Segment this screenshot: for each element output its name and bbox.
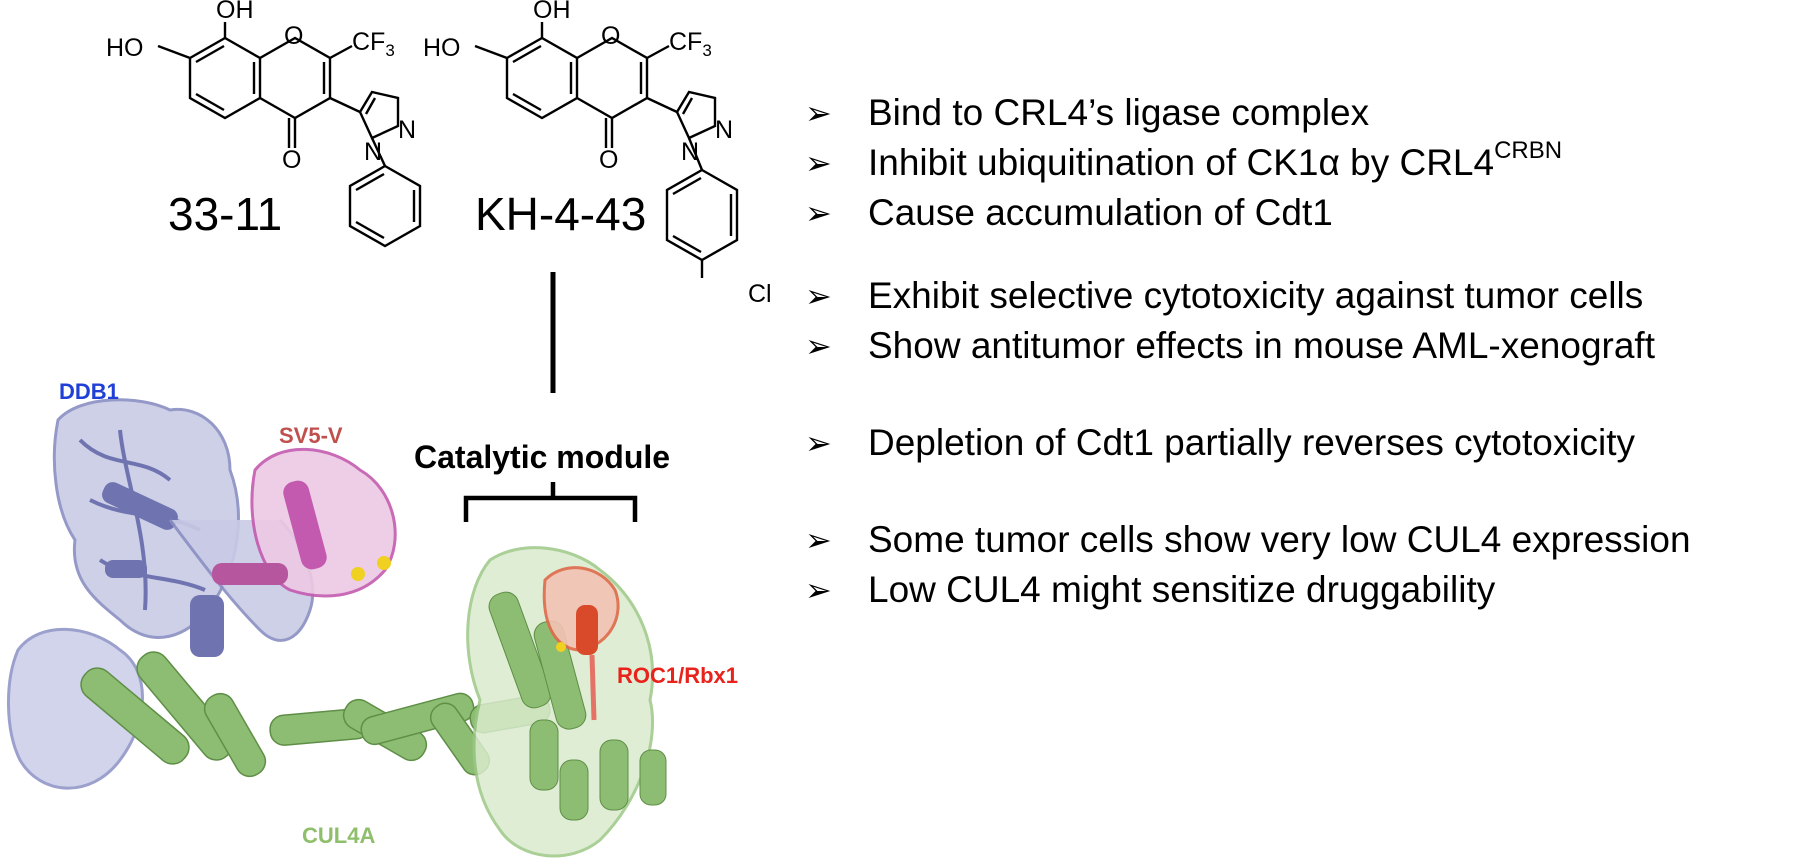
arrow-bullet-icon: ➢ bbox=[805, 145, 832, 181]
label-ddb1: DDB1 bbox=[59, 379, 119, 404]
label-roc1: ROC1/Rbx1 bbox=[617, 663, 738, 688]
atom-ring-o: O bbox=[601, 22, 620, 50]
bullet-item: ➢Bind to CRL4’s ligase complex bbox=[805, 88, 1795, 138]
atom-ho: HO bbox=[423, 34, 461, 62]
sv5v-domain bbox=[212, 447, 397, 598]
atom-n-1: N bbox=[398, 116, 416, 144]
arrow-bullet-icon: ➢ bbox=[805, 95, 832, 131]
arrow-bullet-icon: ➢ bbox=[805, 522, 832, 558]
atom-oh: OH bbox=[216, 0, 254, 24]
atom-cf3: CF3 bbox=[669, 28, 712, 60]
atom-cf3: CF3 bbox=[352, 28, 395, 60]
atom-ring-o: O bbox=[284, 22, 303, 50]
spacer bbox=[805, 371, 1795, 418]
molecule-33-11 bbox=[157, 22, 422, 248]
atom-ho: HO bbox=[106, 34, 144, 62]
bullet-item: ➢Cause accumulation of Cdt1 bbox=[805, 188, 1795, 238]
compound-name-33-11: 33-11 bbox=[168, 188, 282, 240]
arrow-bullet-icon: ➢ bbox=[805, 572, 832, 608]
bullet-item: ➢Show antitumor effects in mouse AML-xen… bbox=[805, 321, 1795, 371]
bullet-item: ➢Exhibit selective cytotoxicity against … bbox=[805, 271, 1795, 321]
arrow-bullet-icon: ➢ bbox=[805, 425, 832, 461]
bullet-item: ➢Inhibit ubiquitination of CK1α by CRL4C… bbox=[805, 138, 1795, 188]
atom-n-2: N bbox=[681, 138, 699, 166]
bullet-item: ➢Depletion of Cdt1 partially reverses cy… bbox=[805, 418, 1795, 468]
spacer bbox=[805, 238, 1795, 271]
atom-oh: OH bbox=[533, 0, 571, 24]
label-cul4a: CUL4A bbox=[302, 823, 375, 848]
atom-n-2: N bbox=[364, 138, 382, 166]
spacer bbox=[805, 468, 1795, 515]
arrow-bullet-icon: ➢ bbox=[805, 195, 832, 231]
arrow-bullet-icon: ➢ bbox=[805, 328, 832, 364]
bullet-item: ➢Some tumor cells show very low CUL4 exp… bbox=[805, 515, 1795, 565]
atom-n-1: N bbox=[715, 116, 733, 144]
ddb1-lower bbox=[7, 627, 144, 790]
label-catalytic-module: Catalytic module bbox=[414, 439, 670, 475]
protein-structure bbox=[7, 398, 667, 858]
findings-list: ➢Bind to CRL4’s ligase complex ➢Inhibit … bbox=[805, 88, 1795, 615]
catalytic-module-bracket bbox=[463, 482, 638, 522]
atom-cl: Cl bbox=[748, 280, 772, 308]
label-sv5v: SV5-V bbox=[279, 423, 343, 448]
molecule-33-11-labels: OH HO O CF3 O N N bbox=[106, 0, 416, 174]
molecule-kh-4-43-labels: OH HO O CF3 O N N Cl bbox=[423, 0, 772, 308]
arrow-bullet-icon: ➢ bbox=[805, 278, 832, 314]
atom-carbonyl-o: O bbox=[599, 146, 618, 174]
compound-name-kh-4-43: KH-4-43 bbox=[475, 188, 646, 240]
molecule-kh-4-43 bbox=[474, 22, 739, 278]
bullet-item: ➢Low CUL4 might sensitize druggability bbox=[805, 565, 1795, 615]
roc1-domain bbox=[542, 566, 620, 721]
atom-carbonyl-o: O bbox=[282, 146, 301, 174]
